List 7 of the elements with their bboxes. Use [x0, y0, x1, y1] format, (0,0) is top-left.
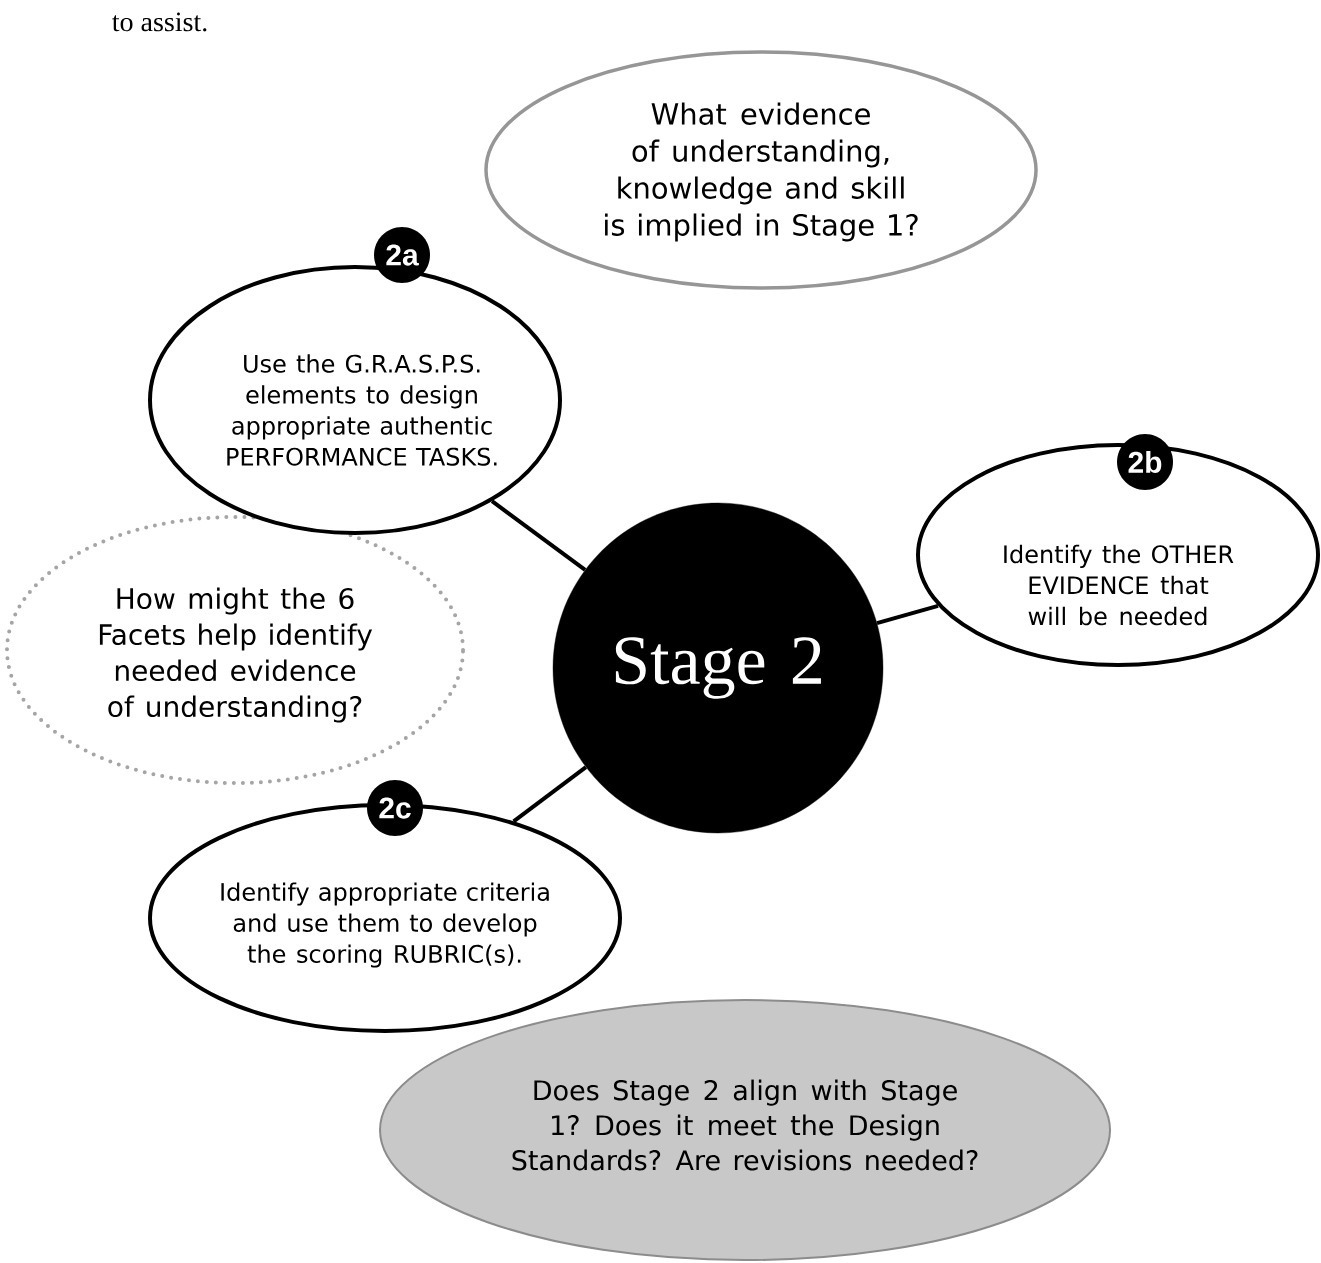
note-text: to assist. — [112, 12, 207, 32]
number-badge: 2b — [1117, 434, 1173, 490]
connector-line — [512, 765, 588, 824]
connector-line — [876, 603, 939, 626]
number-badge: 2c — [367, 780, 423, 836]
number-badge: 2a — [374, 227, 430, 283]
connector-line — [490, 499, 587, 572]
